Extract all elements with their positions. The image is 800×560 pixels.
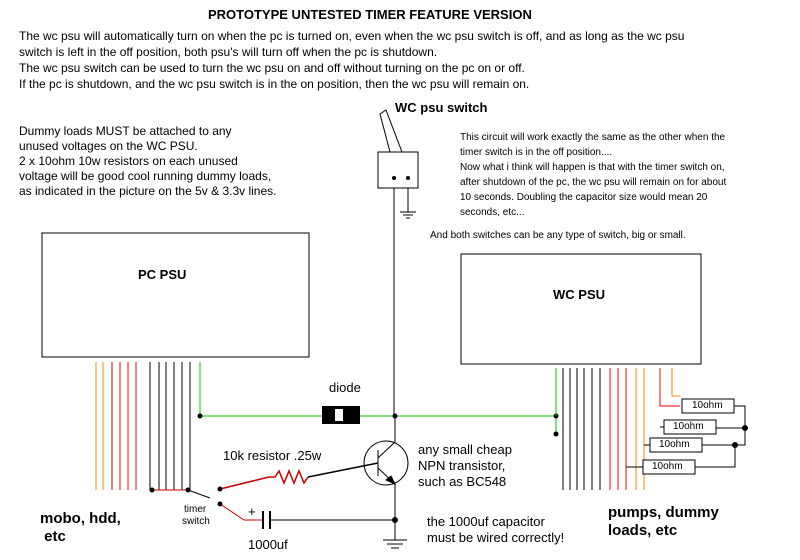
- switch-note: And both switches can be any type of swi…: [430, 230, 686, 241]
- load-resistor-label: 10ohm: [659, 439, 690, 450]
- intro-line: The wc psu switch can be used to turn th…: [19, 61, 525, 75]
- wc-switch-label: WC psu switch: [395, 100, 488, 115]
- transistor-label-line: any small cheap: [418, 442, 512, 457]
- note-line: timer switch is in the off position....: [460, 147, 613, 158]
- timer-switch: [149, 486, 245, 521]
- wc-psu-box: [460, 253, 702, 365]
- note-line: after shutdown of the pc, the wc psu wil…: [460, 177, 727, 188]
- note-line: seconds, etc...: [460, 207, 525, 218]
- ps-on-wire: [200, 368, 557, 434]
- page-title: PROTOTYPE UNTESTED TIMER FEATURE VERSION: [208, 7, 532, 22]
- timer-switch-label-line: timer: [184, 504, 207, 515]
- transistor-label-line: such as BC548: [418, 474, 507, 489]
- note-line: 2 x 10ohm 10w resistors on each unused: [19, 154, 238, 168]
- note-line: voltage will be good cool running dummy …: [19, 169, 272, 183]
- pc-psu-wires: [95, 362, 201, 490]
- intro-line: switch is left in the off position, both…: [19, 45, 438, 59]
- load-resistor-label: 10ohm: [692, 400, 723, 411]
- capacitor-note-line: must be wired correctly!: [427, 530, 565, 545]
- pc-psu-label: PC PSU: [138, 267, 187, 282]
- intro-line: The wc psu will automatically turn on wh…: [19, 29, 685, 43]
- mobo-label-line: etc: [40, 528, 66, 545]
- diode: [322, 406, 360, 424]
- diode-label: diode: [329, 380, 361, 395]
- pumps-label-line: pumps, dummy: [608, 504, 719, 521]
- capacitor-note-line: the 1000uf capacitor: [427, 514, 545, 529]
- resistor-label: 10k resistor .25w: [223, 448, 322, 463]
- note-line: Dummy loads MUST be attached to any: [19, 124, 232, 138]
- pc-psu-box: [41, 232, 310, 358]
- transistor-label-line: NPN transistor,: [418, 458, 506, 473]
- mobo-label-line: mobo, hdd,: [40, 510, 121, 527]
- wc-psu-switch: [377, 109, 419, 416]
- note-line: as indicated in the picture on the 5v & …: [19, 184, 277, 198]
- note-line: Now what i think will happen is that wit…: [460, 162, 725, 173]
- note-line: This circuit will work exactly the same …: [460, 132, 726, 143]
- capacitor-1000uf: [244, 511, 398, 529]
- load-resistor-label: 10ohm: [652, 461, 683, 472]
- wc-psu-label: WC PSU: [553, 287, 605, 302]
- note-line: unused voltages on the WC PSU.: [19, 139, 198, 153]
- pumps-label-line: loads, etc: [608, 522, 678, 539]
- npn-transistor: [363, 416, 409, 540]
- intro-line: If the pc is shutdown, and the wc psu sw…: [19, 77, 530, 91]
- resistor-10k: [219, 462, 379, 490]
- capacitor-label: 1000uf: [248, 537, 288, 552]
- timer-switch-label-line: switch: [182, 516, 210, 527]
- load-resistor-label: 10ohm: [673, 421, 704, 432]
- dummy-load-resistors: [642, 398, 735, 475]
- ground-symbol: [383, 539, 407, 549]
- note-line: 10 seconds. Doubling the capacitor size …: [460, 192, 708, 203]
- capacitor-plus-label: +: [248, 504, 256, 519]
